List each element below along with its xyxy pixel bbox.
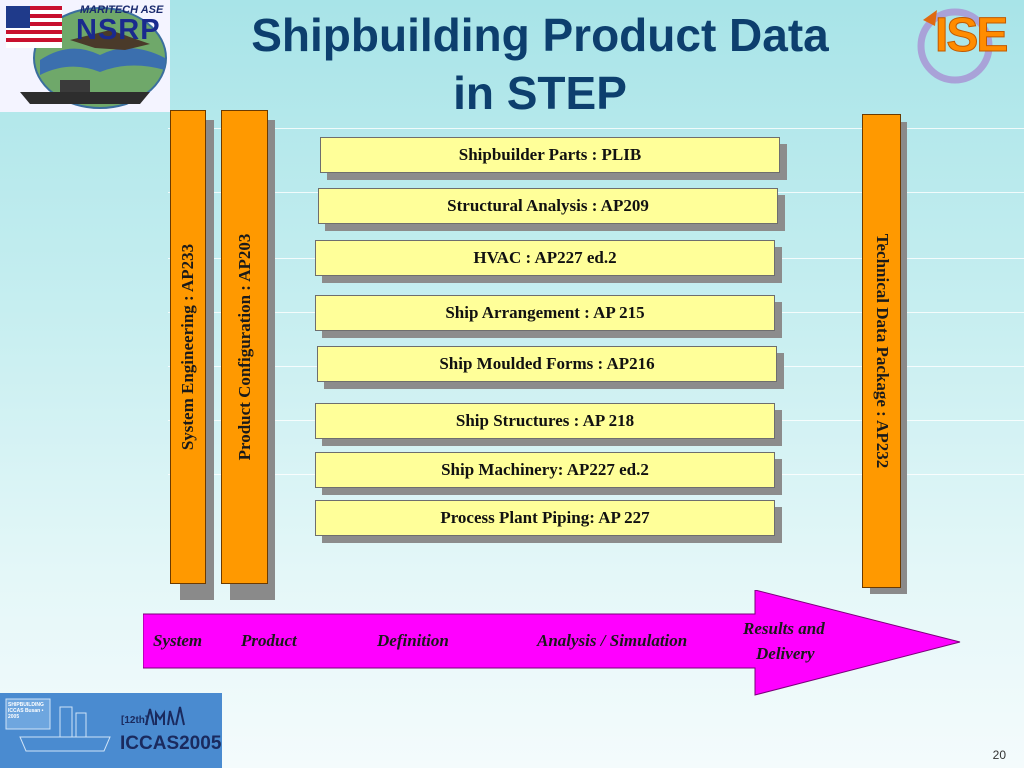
- protocol-box-ap216: Ship Moulded Forms : AP216: [317, 346, 777, 382]
- product-configuration-label: Product Configuration : AP203: [234, 233, 254, 461]
- technical-data-package-label: Technical Data Package : AP232: [872, 233, 892, 469]
- arrow-label-system: System: [153, 631, 203, 650]
- iccas-logo-tag: [12th]: [121, 715, 149, 726]
- arrow-label-analysis: Analysis / Simulation: [537, 631, 688, 650]
- nsrp-logo-top-text: MARITECH ASE: [80, 4, 164, 16]
- protocol-box-ap218: Ship Structures : AP 218: [315, 403, 775, 439]
- product-configuration-bar: Product Configuration : AP203: [221, 110, 268, 584]
- iccas-logo-text: ICCAS2005: [120, 733, 222, 754]
- slide-title-line2: in STEP: [453, 67, 627, 119]
- iccas-logo: SHIPBUILDING ICCAS Busan • 2005 [12th] I…: [0, 693, 222, 768]
- lifecycle-arrow: [143, 590, 961, 696]
- protocol-box-hvac: HVAC : AP227 ed.2: [315, 240, 775, 276]
- system-engineering-bar: System Engineering : AP233: [170, 110, 206, 584]
- arrow-label-results-line2: Delivery: [756, 644, 815, 663]
- nsrp-logo-text: NSRP: [76, 14, 161, 46]
- slide-title-line1: Shipbuilding Product Data: [251, 9, 829, 61]
- iccas-logo-small-text: SHIPBUILDING ICCAS Busan • 2005: [8, 702, 44, 720]
- protocol-box-ap209: Structural Analysis : AP209: [318, 188, 778, 224]
- nsrp-logo: MARITECH ASE NSRP: [0, 0, 170, 112]
- protocol-box-piping: Process Plant Piping: AP 227: [315, 500, 775, 536]
- protocol-box-plib: Shipbuilder Parts : PLIB: [320, 137, 780, 173]
- ise-logo: ISE: [915, 0, 1024, 86]
- system-engineering-label: System Engineering : AP233: [178, 243, 197, 451]
- protocol-box-ap215: Ship Arrangement : AP 215: [315, 295, 775, 331]
- arrow-label-results-line1: Results and: [743, 619, 825, 638]
- protocol-box-machinery: Ship Machinery: AP227 ed.2: [315, 452, 775, 488]
- guide-line: [168, 128, 1024, 129]
- arrow-label-definition: Definition: [377, 631, 449, 650]
- page-number: 20: [992, 748, 1006, 762]
- slide-title: Shipbuilding Product Data in STEP: [180, 6, 900, 122]
- ise-logo-text: ISE: [934, 9, 1008, 63]
- technical-data-package-bar: Technical Data Package : AP232: [862, 114, 901, 588]
- arrow-label-product: Product: [241, 631, 297, 650]
